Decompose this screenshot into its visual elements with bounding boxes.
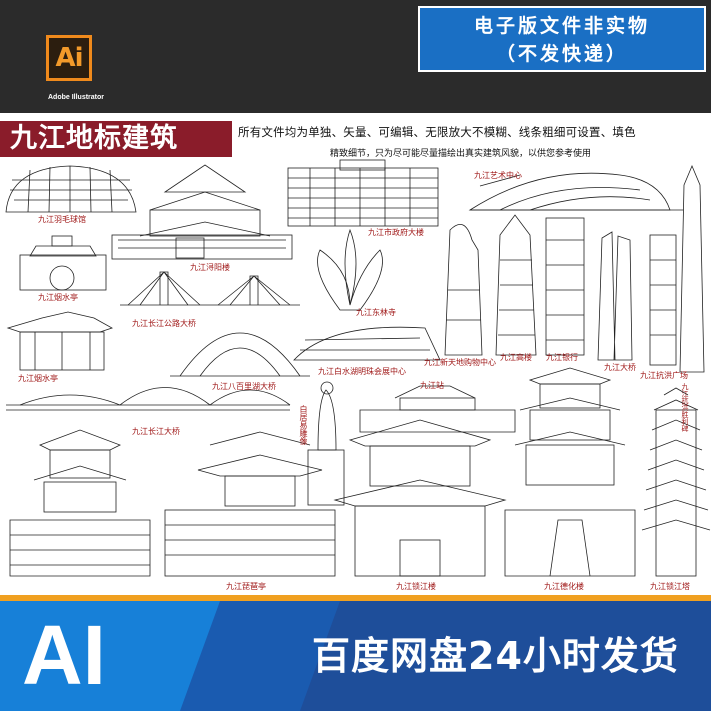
notice-line1: 电子版文件非实物 — [473, 15, 650, 37]
logo-text: Ai — [55, 43, 83, 73]
flood-square-tower-drawing — [649, 234, 677, 366]
pipa-pavilion-drawing — [164, 431, 336, 577]
notice-box: 电子版文件非实物 （不发快递） — [418, 6, 706, 72]
illustrator-logo-icon: Ai — [46, 35, 92, 81]
description-line1: 所有文件均为单独、矢量、可编辑、无限放大不模糊、线条粗细可设置、填色 — [238, 125, 636, 139]
xunyang-pagoda-drawing — [9, 429, 151, 577]
label-dehua-tower: 九江德化楼 — [544, 582, 584, 591]
label-jiujiang-bridge: 九江大桥 — [604, 363, 636, 372]
label-flood-monument: 九江抗洪胜利碑 — [681, 383, 689, 432]
bai-juyi-statue-drawing — [307, 381, 345, 506]
label-highway-bridge: 九江长江公路大桥 — [132, 319, 196, 328]
art-center-drawing — [468, 172, 690, 211]
delivery-text: 百度网盘24小时发货 — [312, 634, 679, 678]
label-baliu-lake-bridge: 九江八百里湖大桥 — [212, 382, 276, 391]
footer-banner — [0, 595, 711, 711]
railway-station-drawing — [359, 385, 516, 433]
flood-monument-drawing — [679, 164, 705, 373]
yanshui-pavilion-small-drawing — [19, 235, 107, 291]
government-building-drawing — [287, 159, 439, 227]
xunyang-tower-drawing — [111, 164, 293, 260]
exhibition-center-drawing — [293, 326, 441, 361]
suojiang-tower-drawing — [333, 419, 507, 577]
description-line2: 精致细节，只为尽可能尽量描绘出真实建筑风貌，以供您参考使用 — [330, 149, 592, 159]
label-high-rise: 九江高楼 — [500, 353, 532, 362]
label-flood-square: 九江抗洪广场 — [640, 371, 688, 380]
badminton-hall-drawing — [5, 165, 137, 213]
yanshui-pavilion-large-drawing — [6, 311, 113, 371]
label-government-building: 九江市政府大楼 — [368, 228, 424, 237]
high-rise-drawing — [495, 214, 537, 356]
dehua-tower-drawing — [504, 367, 636, 577]
label-xunyang-tower: 九江浔阳楼 — [190, 263, 230, 272]
suojiang-pagoda-drawing — [641, 387, 711, 577]
label-bank: 九江银行 — [546, 353, 578, 362]
label-bai-juyi-statue: 白居易雕像 — [299, 405, 308, 445]
yangtze-railway-bridge-drawing — [6, 387, 291, 411]
logo-caption: Adobe Illustrator — [48, 94, 105, 101]
label-xintiandi: 九江新天地购物中心 — [424, 358, 496, 367]
label-pipa-pavilion: 九江琵琶亭 — [226, 582, 266, 591]
lotus-sculpture-drawing — [317, 228, 383, 311]
xintiandi-tower-drawing — [444, 223, 483, 356]
label-railway-station: 九江站 — [420, 381, 444, 390]
label-donglin-temple: 九江东林寺 — [356, 308, 396, 317]
label-railway-bridge: 九江长江大桥 — [132, 427, 180, 436]
footer-stripe — [0, 595, 711, 601]
label-suojiang-pagoda: 九江锁江塔 — [650, 582, 690, 591]
label-suojiang-tower: 九江锁江楼 — [396, 582, 436, 591]
label-yanshui-pavilion-large: 九江烟水亭 — [18, 374, 58, 383]
label-art-center: 九江艺术中心 — [474, 171, 522, 180]
twin-tower-drawing — [597, 231, 633, 361]
yangtze-highway-bridge-drawing — [120, 271, 300, 306]
notice-line2: （不发快递） — [495, 43, 628, 65]
label-badminton-hall: 九江羽毛球馆 — [38, 215, 86, 224]
page-title: 九江地标建筑 — [0, 121, 232, 157]
label-exhibition-center: 九江白水湖明珠会展中心 — [318, 367, 406, 376]
footer-ai-text: AI — [22, 608, 106, 702]
baliu-lake-bridge-drawing — [170, 332, 310, 377]
label-yanshui-pavilion-small: 九江烟水亭 — [38, 293, 78, 302]
bank-tower-drawing — [545, 217, 585, 356]
